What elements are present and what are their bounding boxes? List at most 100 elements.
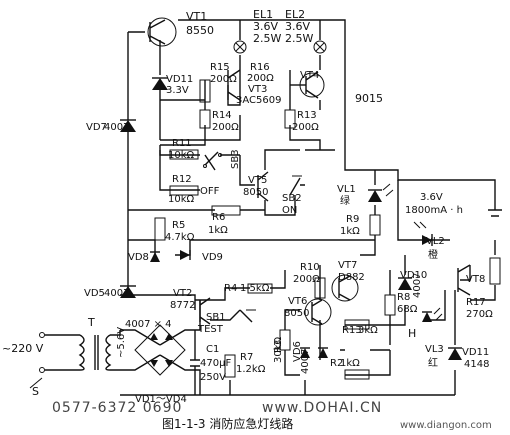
label-vt4: VT4	[300, 70, 319, 81]
switch-sb3	[203, 151, 222, 168]
label-el1-p: 2.5W	[253, 32, 281, 45]
label-c1: C1	[206, 344, 219, 355]
transistor-vt5	[257, 171, 269, 202]
label-vl3-color: 红	[428, 356, 438, 369]
label-r6-v: 1kΩ	[208, 225, 228, 236]
label-r5: R5	[172, 220, 185, 231]
resistor-r2	[344, 369, 370, 380]
label-r17-v: 270Ω	[466, 309, 493, 320]
label-r16: R16	[250, 62, 270, 73]
label-r7-v: 1.2kΩ	[236, 364, 266, 375]
label-c1-v: 470μF	[200, 358, 231, 369]
bridge-rectifier	[134, 324, 186, 376]
label-vt7: VT7	[338, 260, 357, 271]
resistor-r4	[247, 283, 273, 294]
label-r6: R6	[212, 212, 225, 223]
transistor-vt2	[199, 297, 211, 325]
label-r8-v: 68Ω	[397, 304, 418, 315]
label-vt5-type: 8050	[243, 187, 268, 198]
transistor-vt4	[290, 71, 325, 99]
label-bridge: 4007 × 4	[125, 319, 172, 330]
label-9015: 9015	[355, 92, 383, 105]
label-battery-c: 1800mA · h	[405, 205, 463, 216]
resistor-r8	[384, 294, 396, 316]
label-r10: R10	[300, 262, 320, 273]
label-r9: R9	[346, 214, 359, 225]
label-r16-v: 200Ω	[247, 73, 274, 84]
label-vd7-type: 4007	[104, 122, 129, 133]
label-el2-v: 3.6V	[285, 20, 310, 33]
label-vd11-top: VD11	[166, 74, 193, 85]
label-switch-s: S	[32, 385, 39, 398]
transistor-vt7	[331, 274, 359, 302]
led-vl3	[422, 307, 443, 322]
led-vl1	[368, 183, 394, 202]
label-el1-v: 3.6V	[253, 20, 278, 33]
resistor-r11	[169, 149, 199, 160]
label-vd10-type: 4007	[412, 273, 423, 298]
label-vt1: VT1	[186, 10, 207, 23]
resistor-r13-bottom	[344, 319, 370, 330]
label-off: OFF	[200, 186, 220, 197]
diode-vd6	[300, 347, 310, 358]
label-secondary: ~5.6V	[116, 327, 127, 358]
label-vd7: VD7	[86, 122, 107, 133]
diode-vd11-bottom	[448, 347, 462, 360]
label-vt6: VT6	[288, 296, 307, 307]
label-r10-v: 200Ω	[293, 274, 320, 285]
figure-caption: 图1-1-3 消防应急灯线路	[162, 416, 293, 431]
resistor-r5	[154, 217, 166, 241]
label-vd10: VD10	[400, 270, 427, 281]
label-r13-top: R13	[297, 110, 317, 121]
label-r13-top-v: 200Ω	[292, 122, 319, 133]
label-vl1-color: 绿	[340, 194, 350, 207]
label-el2-p: 2.5W	[285, 32, 313, 45]
transistor-vt8	[457, 264, 471, 296]
label-battery-v: 3.6V	[420, 192, 443, 203]
label-vt5: VT5	[248, 175, 267, 186]
resistor-r3	[279, 329, 291, 351]
label-vd5: VD5	[84, 288, 105, 299]
watermark-phone: 0577-6372 0690	[52, 400, 182, 416]
label-el1: EL1	[253, 8, 273, 21]
transistor-vt1	[147, 17, 177, 47]
switch-sb1	[239, 309, 256, 323]
resistor-r9	[369, 214, 381, 236]
label-r4: R4	[224, 283, 237, 294]
label-r15-v: 200Ω	[210, 74, 237, 85]
resistor-r6	[211, 205, 241, 216]
mains-plug	[29, 332, 45, 389]
label-vd11-bottom: VD11	[462, 347, 489, 358]
resistor-r13-top	[284, 109, 296, 129]
diode-vd5	[120, 285, 136, 298]
label-r12: R12	[172, 174, 192, 185]
label-vt2: VT2	[173, 288, 192, 299]
label-vt6-type: 8050	[284, 308, 309, 319]
label-vl2-color: 橙	[428, 248, 438, 261]
diode-vd9	[180, 250, 191, 260]
label-vt2-type: 8772	[170, 300, 195, 311]
label-bridge-name: VD1～VD4	[135, 394, 187, 405]
resistors	[154, 79, 501, 380]
label-r2: R2	[330, 358, 343, 369]
resistor-r14	[199, 109, 211, 129]
label-vd11-bottom-type: 4148	[464, 359, 489, 370]
transistor-vt3	[227, 69, 241, 101]
label-sb1: SB1	[206, 312, 226, 323]
label-sb2: SB2	[282, 193, 302, 204]
label-r15: R15	[210, 62, 230, 73]
resistor-r17	[489, 257, 501, 285]
label-r8: R8	[397, 292, 410, 303]
label-r17: R17	[466, 297, 486, 308]
battery	[488, 209, 502, 217]
label-r11: R11	[172, 138, 192, 149]
transformer-t	[78, 330, 121, 371]
label-vd9: VD9	[202, 252, 223, 263]
led-vl2	[413, 221, 433, 246]
label-r4-v: 1.5kΩ	[240, 283, 270, 294]
label-vt7-type: D882	[338, 272, 365, 283]
label-r11-v: 10kΩ	[168, 150, 195, 161]
diode-r21-vd	[318, 347, 328, 358]
